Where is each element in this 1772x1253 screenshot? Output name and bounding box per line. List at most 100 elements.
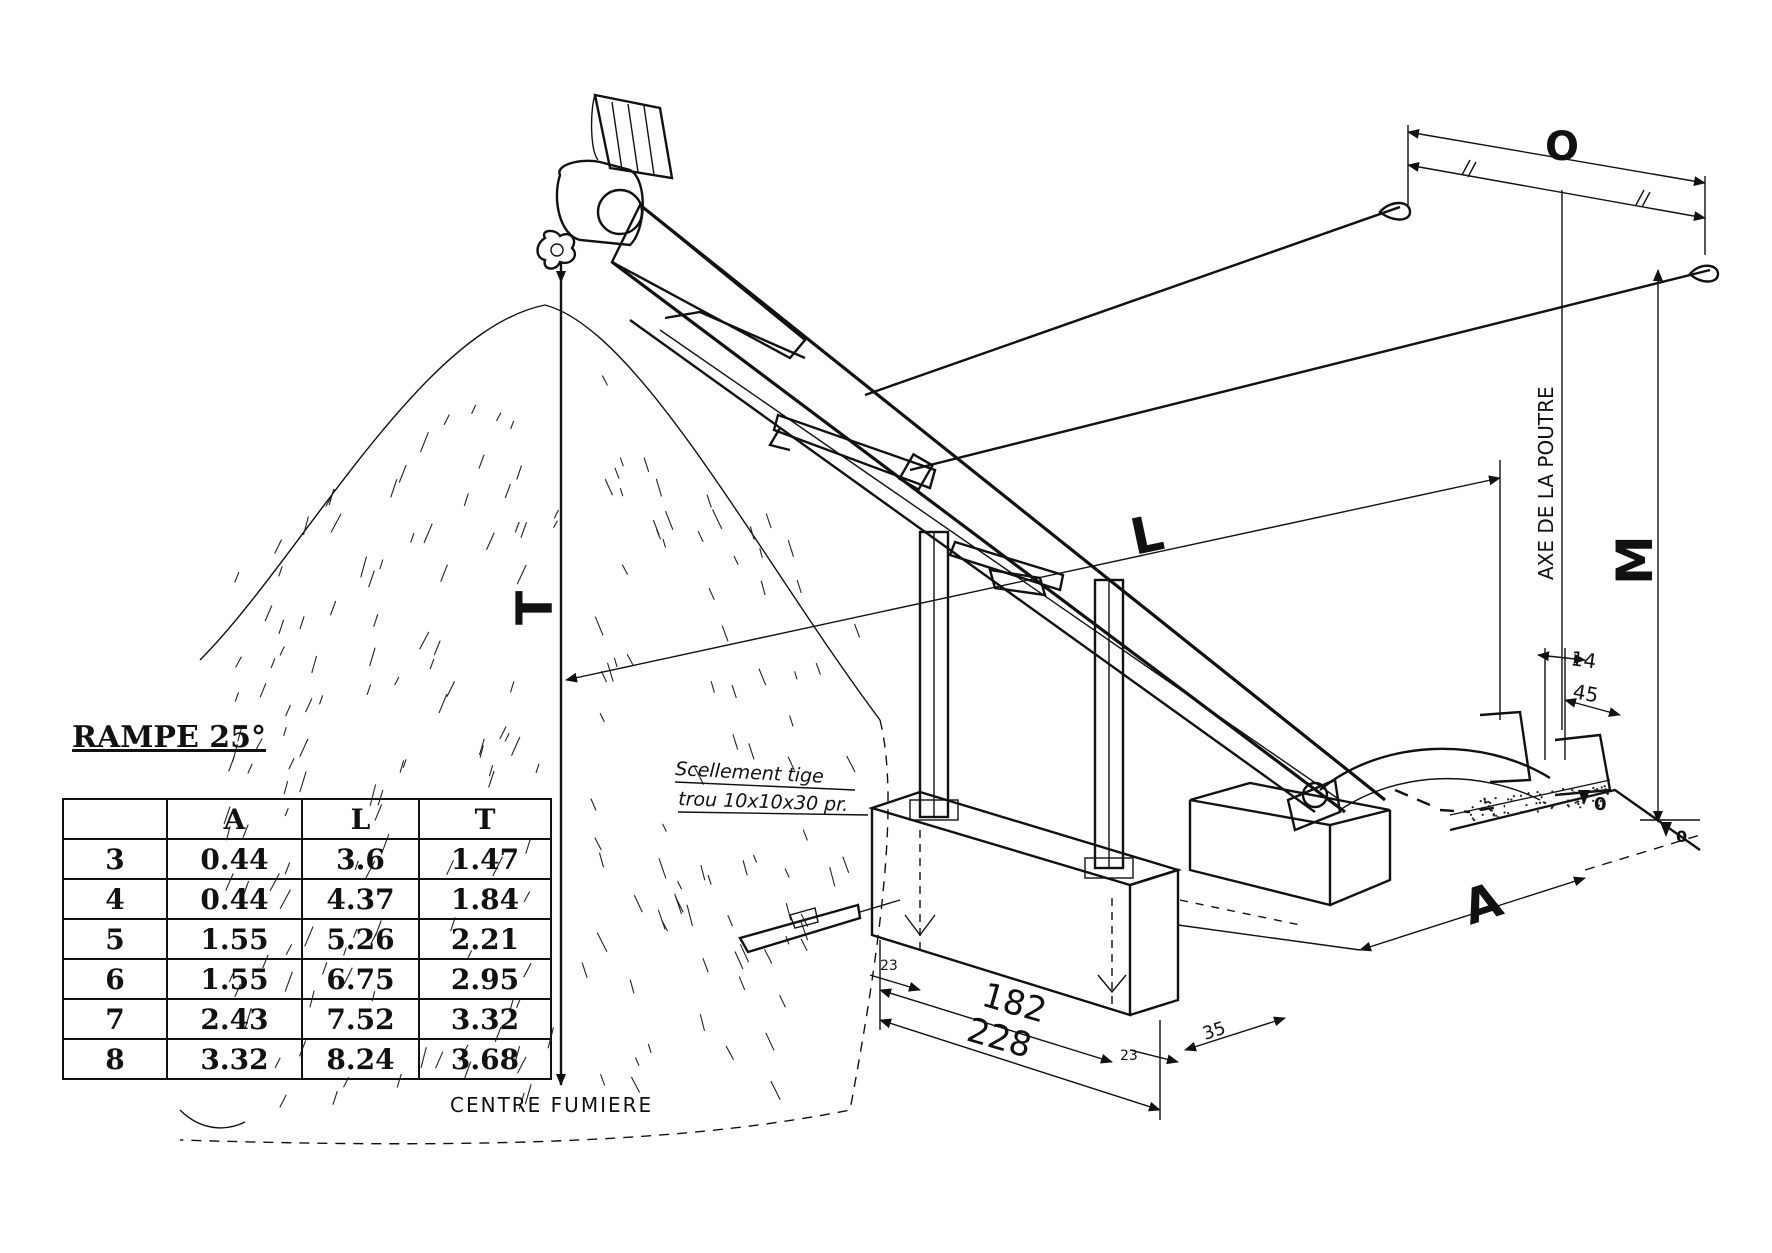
table-cell: 8 <box>62 1038 168 1080</box>
dimension-o <box>1407 125 1706 730</box>
pile-hatch-stroke <box>553 509 559 519</box>
table-cell: 1.55 <box>166 918 303 960</box>
pile-hatch-stroke <box>479 745 484 758</box>
dimension-14-45 <box>1537 648 1621 760</box>
table-cell: 4.37 <box>301 878 420 920</box>
pile-hatch-stroke <box>710 680 715 693</box>
pile-hatch-stroke <box>764 949 773 964</box>
table-row: 3 0.44 3.6 1.47 <box>62 838 552 880</box>
label-axe-de-la-poutre: AXE DE LA POUTRE <box>1534 386 1558 580</box>
table-cell: 6 <box>62 958 168 1000</box>
pile-hatch-stroke <box>368 570 375 588</box>
pile-hatch-stroke <box>846 755 856 773</box>
pile-hatch-stroke <box>606 662 614 682</box>
label-a: A <box>1456 872 1509 937</box>
pile-hatch-stroke <box>463 493 469 507</box>
pile-hatch-stroke <box>693 765 705 785</box>
gravel-dot <box>1600 786 1603 789</box>
gravel-dot <box>1574 801 1577 804</box>
pile-hatch-stroke <box>360 556 368 578</box>
gravel-dot <box>1481 813 1484 816</box>
pile-hatch-stroke <box>785 902 792 921</box>
conveyor-trough <box>610 203 1551 814</box>
pile-hatch-stroke <box>299 616 305 630</box>
dimensions-table: A L T 3 0.44 3.6 1.47 4 0.44 4.37 1.84 5… <box>62 798 552 1080</box>
manure-pile <box>179 304 889 1145</box>
pile-hatch-stroke <box>520 522 528 538</box>
pile-hatch-stroke <box>677 881 683 890</box>
pile-hatch-stroke <box>373 614 379 627</box>
pile-hatch-stroke <box>332 1091 338 1105</box>
dimension-a <box>1177 834 1701 952</box>
level-markers <box>1578 790 1672 837</box>
pile-hatch-stroke <box>734 951 744 970</box>
table-cell: 3.6 <box>301 838 420 880</box>
pile-hatch-stroke <box>619 488 624 497</box>
gravel-dot <box>1489 801 1492 805</box>
pile-hatch-stroke <box>686 904 693 926</box>
pile-hatch-stroke <box>590 798 597 811</box>
gravel-dot <box>1601 790 1604 793</box>
table-header-cell: A <box>166 798 303 840</box>
gravel-dot <box>1606 792 1609 795</box>
pile-hatch-stroke <box>759 548 763 559</box>
gravel-dot <box>1495 814 1498 817</box>
table-cell: 3.32 <box>166 1038 303 1080</box>
gravel-dot <box>1503 811 1506 814</box>
gravel-dot <box>1566 804 1569 807</box>
gravel-dot <box>1592 786 1595 790</box>
pile-hatch-stroke <box>596 932 608 953</box>
pile-hatch-stroke <box>299 738 309 757</box>
pile-hatch-stroke <box>594 616 604 636</box>
table-cell: 5.26 <box>301 918 420 960</box>
motor-assembly <box>536 93 674 270</box>
pile-hatch-stroke <box>438 693 448 714</box>
pile-hatch-stroke <box>600 1074 606 1086</box>
pile-hatch-stroke <box>748 743 755 760</box>
pile-hatch-stroke <box>259 683 267 698</box>
label-o: O <box>1545 124 1579 170</box>
table-row: 6 1.55 6.75 2.95 <box>62 958 552 1000</box>
gravel-dot <box>1551 805 1554 809</box>
pile-hatch-stroke <box>553 520 558 529</box>
pile-hatch-stroke <box>630 1076 641 1093</box>
pile-hatch-stroke <box>647 1043 652 1054</box>
gravel-dot <box>1517 812 1521 815</box>
pile-hatch-stroke <box>601 375 608 386</box>
pile-hatch-stroke <box>270 658 276 669</box>
pile-hatch-stroke <box>433 640 441 656</box>
pile-hatch-stroke <box>800 938 808 952</box>
pile-hatch-stroke <box>279 1094 287 1108</box>
pile-hatch-stroke <box>634 1057 640 1067</box>
gravel-dot <box>1592 799 1595 803</box>
pile-hatch-stroke <box>419 631 430 650</box>
table-header-cell <box>62 798 168 840</box>
table-row: 7 2.43 7.52 3.32 <box>62 998 552 1040</box>
pile-hatch-stroke <box>496 412 502 422</box>
gravel-dot <box>1497 816 1500 819</box>
pile-hatch-stroke <box>706 494 712 508</box>
pile-hatch-stroke <box>633 894 643 913</box>
pile-hatch-stroke <box>702 958 709 973</box>
table-row: 4 0.44 4.37 1.84 <box>62 878 552 920</box>
pile-hatch-stroke <box>619 457 624 467</box>
pile-hatch-stroke <box>410 532 415 543</box>
pile-hatch-stroke <box>510 420 515 430</box>
gravel-dot <box>1471 806 1474 809</box>
pile-hatch-stroke <box>329 600 337 616</box>
table-cell: 3.68 <box>418 1038 552 1080</box>
gravel-dot <box>1527 792 1530 795</box>
gravel-dot <box>1571 789 1574 792</box>
gravel-dot <box>1540 796 1543 799</box>
pile-hatch-stroke <box>394 676 400 686</box>
pile-hatch-stroke <box>725 1045 734 1060</box>
table-row: 5 1.55 5.26 2.21 <box>62 918 552 960</box>
gravel-dot <box>1542 801 1545 804</box>
gravel-dot <box>1490 809 1493 812</box>
table-cell: 0.44 <box>166 838 303 880</box>
pile-hatch-stroke <box>727 914 733 927</box>
pile-hatch-stroke <box>283 726 287 737</box>
table-cell: 0.44 <box>166 878 303 920</box>
pile-hatch-stroke <box>390 479 398 498</box>
gravel-dot <box>1487 805 1491 808</box>
